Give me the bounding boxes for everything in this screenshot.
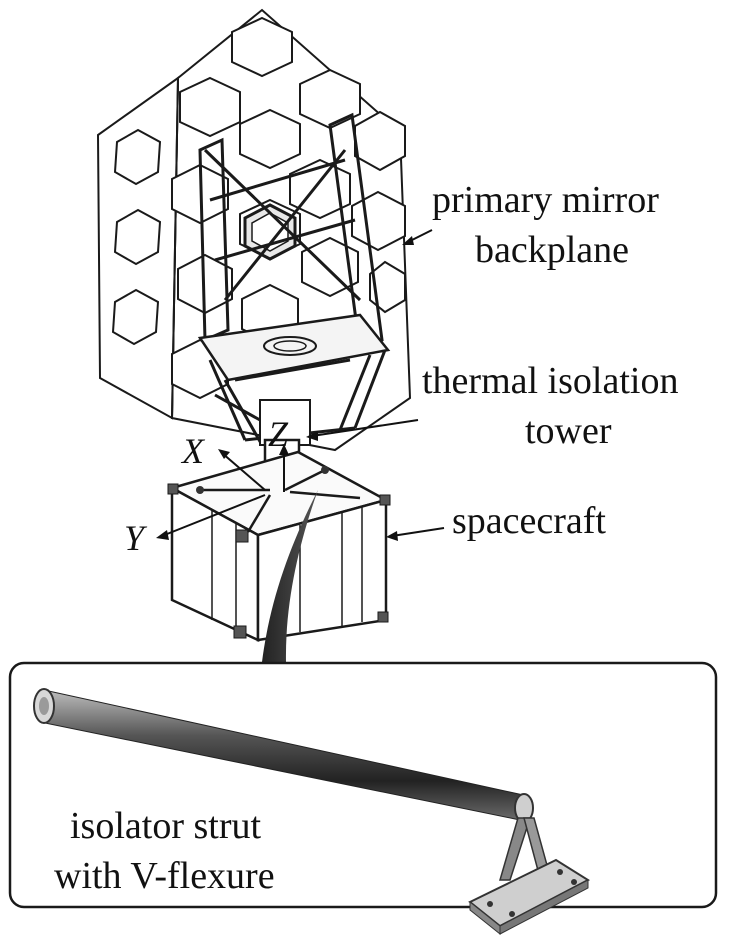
label-spacecraft: spacecraft [452, 500, 606, 542]
label-backplane-line2: backplane [475, 229, 629, 271]
x-axis-arrow [221, 452, 266, 491]
coordinate-axes [156, 444, 289, 540]
leader-lines [306, 229, 445, 541]
y-axis-arrow [161, 494, 266, 537]
label-strut-line2: with V-flexure [54, 855, 275, 897]
z-axis-label: Z [268, 414, 289, 454]
isolator-strut-rod [33, 688, 534, 823]
label-backplane-line1: primary mirror [432, 179, 659, 221]
v-flexure [468, 817, 591, 936]
label-strut-line1: isolator strut [70, 805, 261, 847]
spacecraft-bus [167, 450, 391, 642]
callout-tail [262, 490, 318, 662]
label-tower-line2: tower [525, 410, 612, 452]
label-tower-line1: thermal isolation [422, 360, 678, 402]
primary-mirror-backplane [96, 8, 412, 452]
x-axis-label: X [180, 431, 206, 471]
y-axis-label: Y [124, 518, 148, 558]
